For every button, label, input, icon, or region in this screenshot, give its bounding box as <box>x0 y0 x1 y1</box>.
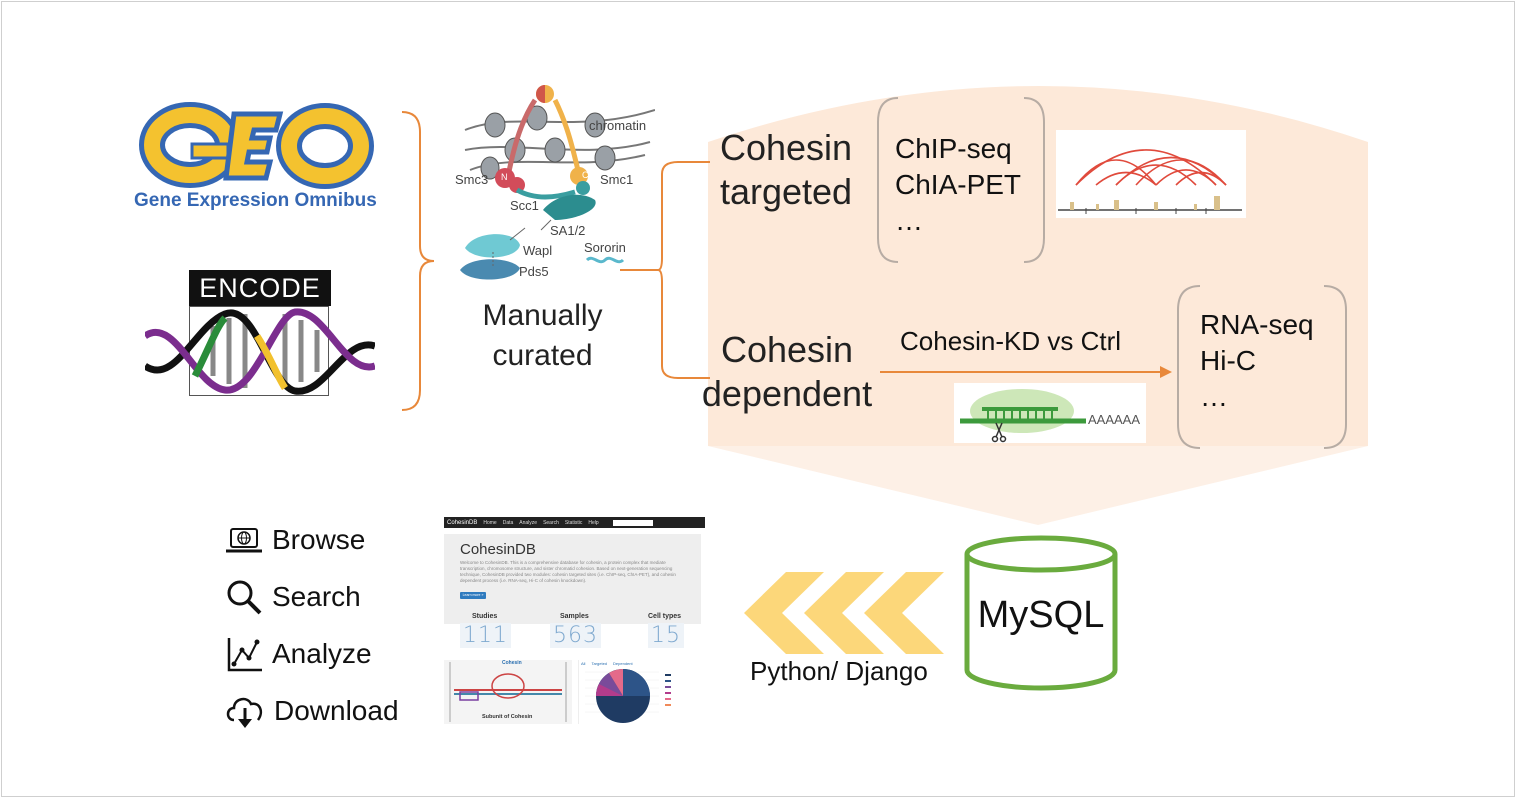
nav-help[interactable]: Help <box>588 519 599 526</box>
manually-curated-label: Manually curated <box>460 296 625 376</box>
tab-targeted[interactable]: Targeted <box>591 661 608 666</box>
smc3-label: Smc3 <box>455 172 489 187</box>
comparison-arrow <box>880 366 1172 378</box>
assay-more-dependent: … <box>1200 381 1228 412</box>
learn-more-button[interactable]: Learn more » <box>460 592 486 599</box>
source-brace <box>401 111 435 411</box>
cohesin-targeted-label: Cohesin targeted <box>706 126 866 214</box>
stat-celltypes-value: 15 <box>648 623 684 648</box>
targeted-line2: targeted <box>719 171 853 212</box>
scc1-label: Scc1 <box>510 198 539 213</box>
chromatin-label: chromatin <box>589 118 647 133</box>
feature-list: Browse Search Analyze Download <box>224 520 424 731</box>
search-label: Search <box>272 581 361 612</box>
cohesin-dependent-label: Cohesin dependent <box>692 328 882 416</box>
website-pie-chart <box>585 669 671 723</box>
targeted-assay-list: ChIP-seq ChIA-PET … <box>895 131 1021 239</box>
website-pie-panel: All Targeted Dependent <box>578 660 704 724</box>
analyze-label: Analyze <box>272 638 372 669</box>
geo-subtitle: Gene Expression Omnibus <box>134 190 377 211</box>
figure-title: Cohesin <box>502 660 522 666</box>
cohesin-ring-illustration <box>460 85 655 280</box>
manually-label: Manually <box>482 299 603 332</box>
dna-helix-icon <box>145 308 375 395</box>
encode-title: ENCODE <box>189 270 331 306</box>
website-intro: Welcome to CohesinDB. This is a comprehe… <box>460 560 676 583</box>
cloud-download-icon <box>226 697 263 728</box>
stat-studies-value: 111 <box>460 623 511 648</box>
polya-tail-label: AAAAAA <box>1088 412 1141 427</box>
dependent-assay-bracket <box>1177 285 1347 449</box>
assay-more: … <box>895 205 923 236</box>
line-chart-icon <box>227 638 262 672</box>
website-cohesin-figure: Cohesin Subunit of Cohesin <box>444 660 572 724</box>
assay-hi-c: Hi-C <box>1200 345 1256 376</box>
website-title: CohesinDB <box>460 541 536 558</box>
website-tabs: All Targeted Dependent <box>581 661 633 666</box>
stat-studies-label: Studies <box>472 613 498 620</box>
assay-chip-seq: ChIP-seq <box>895 133 1012 164</box>
pie-legend <box>665 674 671 706</box>
tab-all[interactable]: All <box>581 661 586 666</box>
kd-vs-ctrl-label: Cohesin-KD vs Ctrl <box>900 326 1122 356</box>
dependent-line1: Cohesin <box>720 329 854 370</box>
website-brand[interactable]: CohesinDB <box>447 519 478 526</box>
nav-search[interactable]: Search <box>543 519 559 526</box>
sa12-label: SA1/2 <box>550 223 586 238</box>
stat-celltypes-label: Cell types <box>648 613 682 620</box>
cohesin-subunit-diagram <box>449 662 567 722</box>
feature-analyze[interactable]: Analyze <box>224 634 424 674</box>
feature-download[interactable]: Download <box>224 691 424 731</box>
nav-data[interactable]: Data <box>502 519 514 526</box>
website-navbar: CohesinDB Home Data Analyze Search Stati… <box>444 517 705 528</box>
download-label: Download <box>274 695 399 726</box>
figure-caption: Subunit of Cohesin <box>482 714 533 720</box>
nav-statistic[interactable]: Statistic <box>564 519 583 526</box>
c-label: C <box>582 170 589 180</box>
website-hero <box>444 534 701 624</box>
curated-label: curated <box>492 339 593 372</box>
chia-pet-loop-plot <box>1056 130 1246 218</box>
smc1-label: Smc1 <box>600 172 634 187</box>
wapl-label: Wapl <box>523 243 553 258</box>
encode-logo: ENCODE <box>145 268 375 403</box>
stat-samples-value: 563 <box>550 623 601 648</box>
feature-browse[interactable]: Browse <box>224 520 424 560</box>
n-label: N <box>501 172 508 182</box>
stat-samples-label: Samples <box>560 613 589 620</box>
laptop-globe-icon <box>226 528 262 553</box>
data-flow-chevrons <box>744 572 944 654</box>
assay-chia-pet: ChIA-PET <box>895 169 1022 200</box>
dependent-line2: dependent <box>701 373 873 414</box>
mysql-label: MySQL <box>977 594 1105 636</box>
nav-home[interactable]: Home <box>483 519 497 526</box>
geo-logo: Gene Expression Omnibus <box>130 100 380 220</box>
pds5-label: Pds5 <box>519 264 549 279</box>
cohesin-structure-diagram: chromatin Smc3 Smc1 Scc1 SA1/2 Wapl Soro… <box>455 80 655 295</box>
assay-rna-seq: RNA-seq <box>1200 309 1314 340</box>
search-icon <box>227 580 262 615</box>
targeted-assay-bracket <box>877 97 1045 263</box>
tab-dependent[interactable]: Dependent <box>613 661 633 666</box>
browse-label: Browse <box>272 524 366 555</box>
module-brace <box>620 161 710 379</box>
cohesindb-website-screenshot: CohesinDB Home Data Analyze Search Stati… <box>444 517 705 727</box>
targeted-line1: Cohesin <box>719 127 853 168</box>
sirna-knockdown-figure: AAAAAA <box>954 383 1146 443</box>
feature-search[interactable]: Search <box>224 577 424 617</box>
sirna-icon <box>960 389 1086 443</box>
nav-analyze[interactable]: Analyze <box>519 519 538 526</box>
dependent-assay-list: RNA-seq Hi-C … <box>1200 307 1314 415</box>
sororin-label: Sororin <box>584 240 626 255</box>
mysql-database-icon <box>964 535 1118 691</box>
geo-logo-mark <box>139 102 374 189</box>
website-search-input[interactable] <box>612 519 653 526</box>
python-django-label: Python/ Django <box>750 656 928 686</box>
